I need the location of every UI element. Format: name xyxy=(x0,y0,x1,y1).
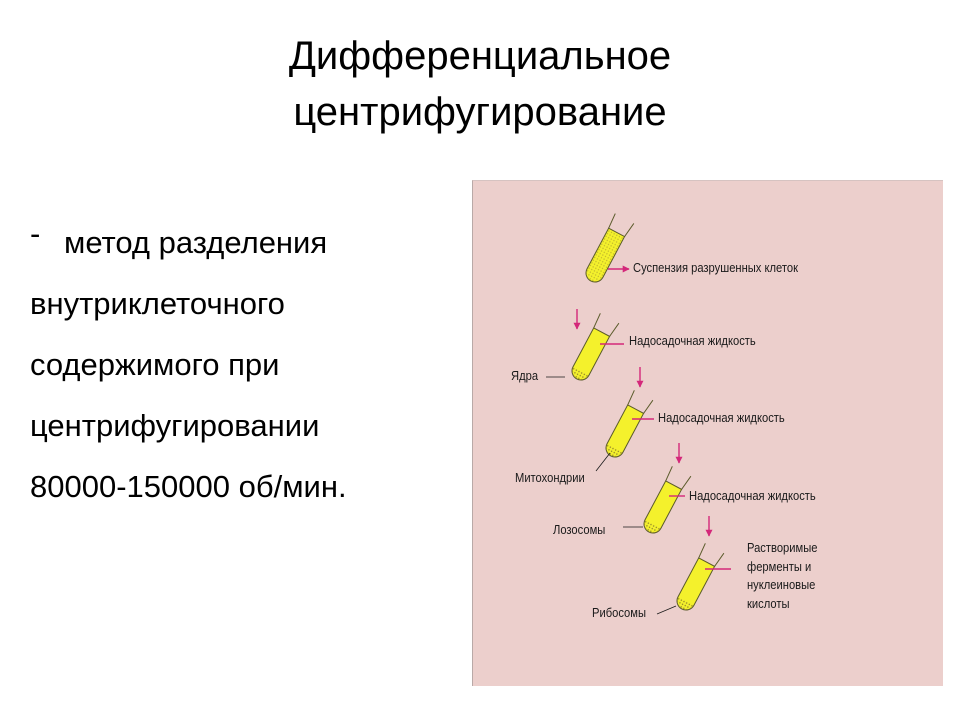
pointer-mitochondria xyxy=(595,452,611,472)
title-line-2: центрифугирование xyxy=(293,90,667,134)
title-line-1: Дифференциальное xyxy=(288,34,672,78)
label-soluble-1: Растворимые xyxy=(747,540,818,555)
label-supernatant-2: Надосадочная жидкость xyxy=(658,410,785,425)
label-soluble-2: ферменты и xyxy=(747,558,812,574)
tube-3-mitochondria xyxy=(605,390,654,458)
body-line-5: 80000-150000 об/мин. xyxy=(30,469,347,504)
label-soluble-4: кислоты xyxy=(747,595,790,611)
label-nuclei: Ядра xyxy=(511,368,539,383)
body-line-2: внутриклеточного xyxy=(30,286,285,321)
label-suspension: Суспензия разрушенных клеток xyxy=(633,260,798,275)
label-supernatant-3: Надосадочная жидкость xyxy=(689,488,816,503)
label-lysosomes: Лозосомы xyxy=(553,522,606,537)
label-soluble: Растворимые ферменты и нуклеиновые кисло… xyxy=(747,539,817,613)
body-line-1: -метод разделения xyxy=(30,212,470,273)
label-soluble-3: нуклеиновые xyxy=(747,577,816,592)
label-mitochondria: Митохондрии xyxy=(515,470,585,485)
bullet-dash: - xyxy=(30,216,41,251)
tube-2-nuclei xyxy=(571,313,620,381)
tube-1-suspension xyxy=(585,213,635,283)
body-line-3: содержимого при xyxy=(30,347,280,382)
tube-4-lysosomes xyxy=(643,466,692,534)
diagram-graphics xyxy=(546,213,731,615)
centrifugation-diagram: Суспензия разрушенных клеток Надосадочна… xyxy=(472,180,943,686)
pointer-ribosomes xyxy=(656,605,677,615)
label-ribosomes: Рибосомы xyxy=(592,605,646,620)
body-line-4: центрифугировании xyxy=(30,408,320,443)
slide-title: Дифференциальное центрифугирование xyxy=(0,28,960,140)
body-line-1-text: метод разделения xyxy=(64,225,328,260)
label-supernatant-1: Надосадочная жидкость xyxy=(629,333,756,348)
body-text: -метод разделения внутриклеточного содер… xyxy=(30,212,470,517)
tube-5-ribosomes xyxy=(676,543,725,611)
